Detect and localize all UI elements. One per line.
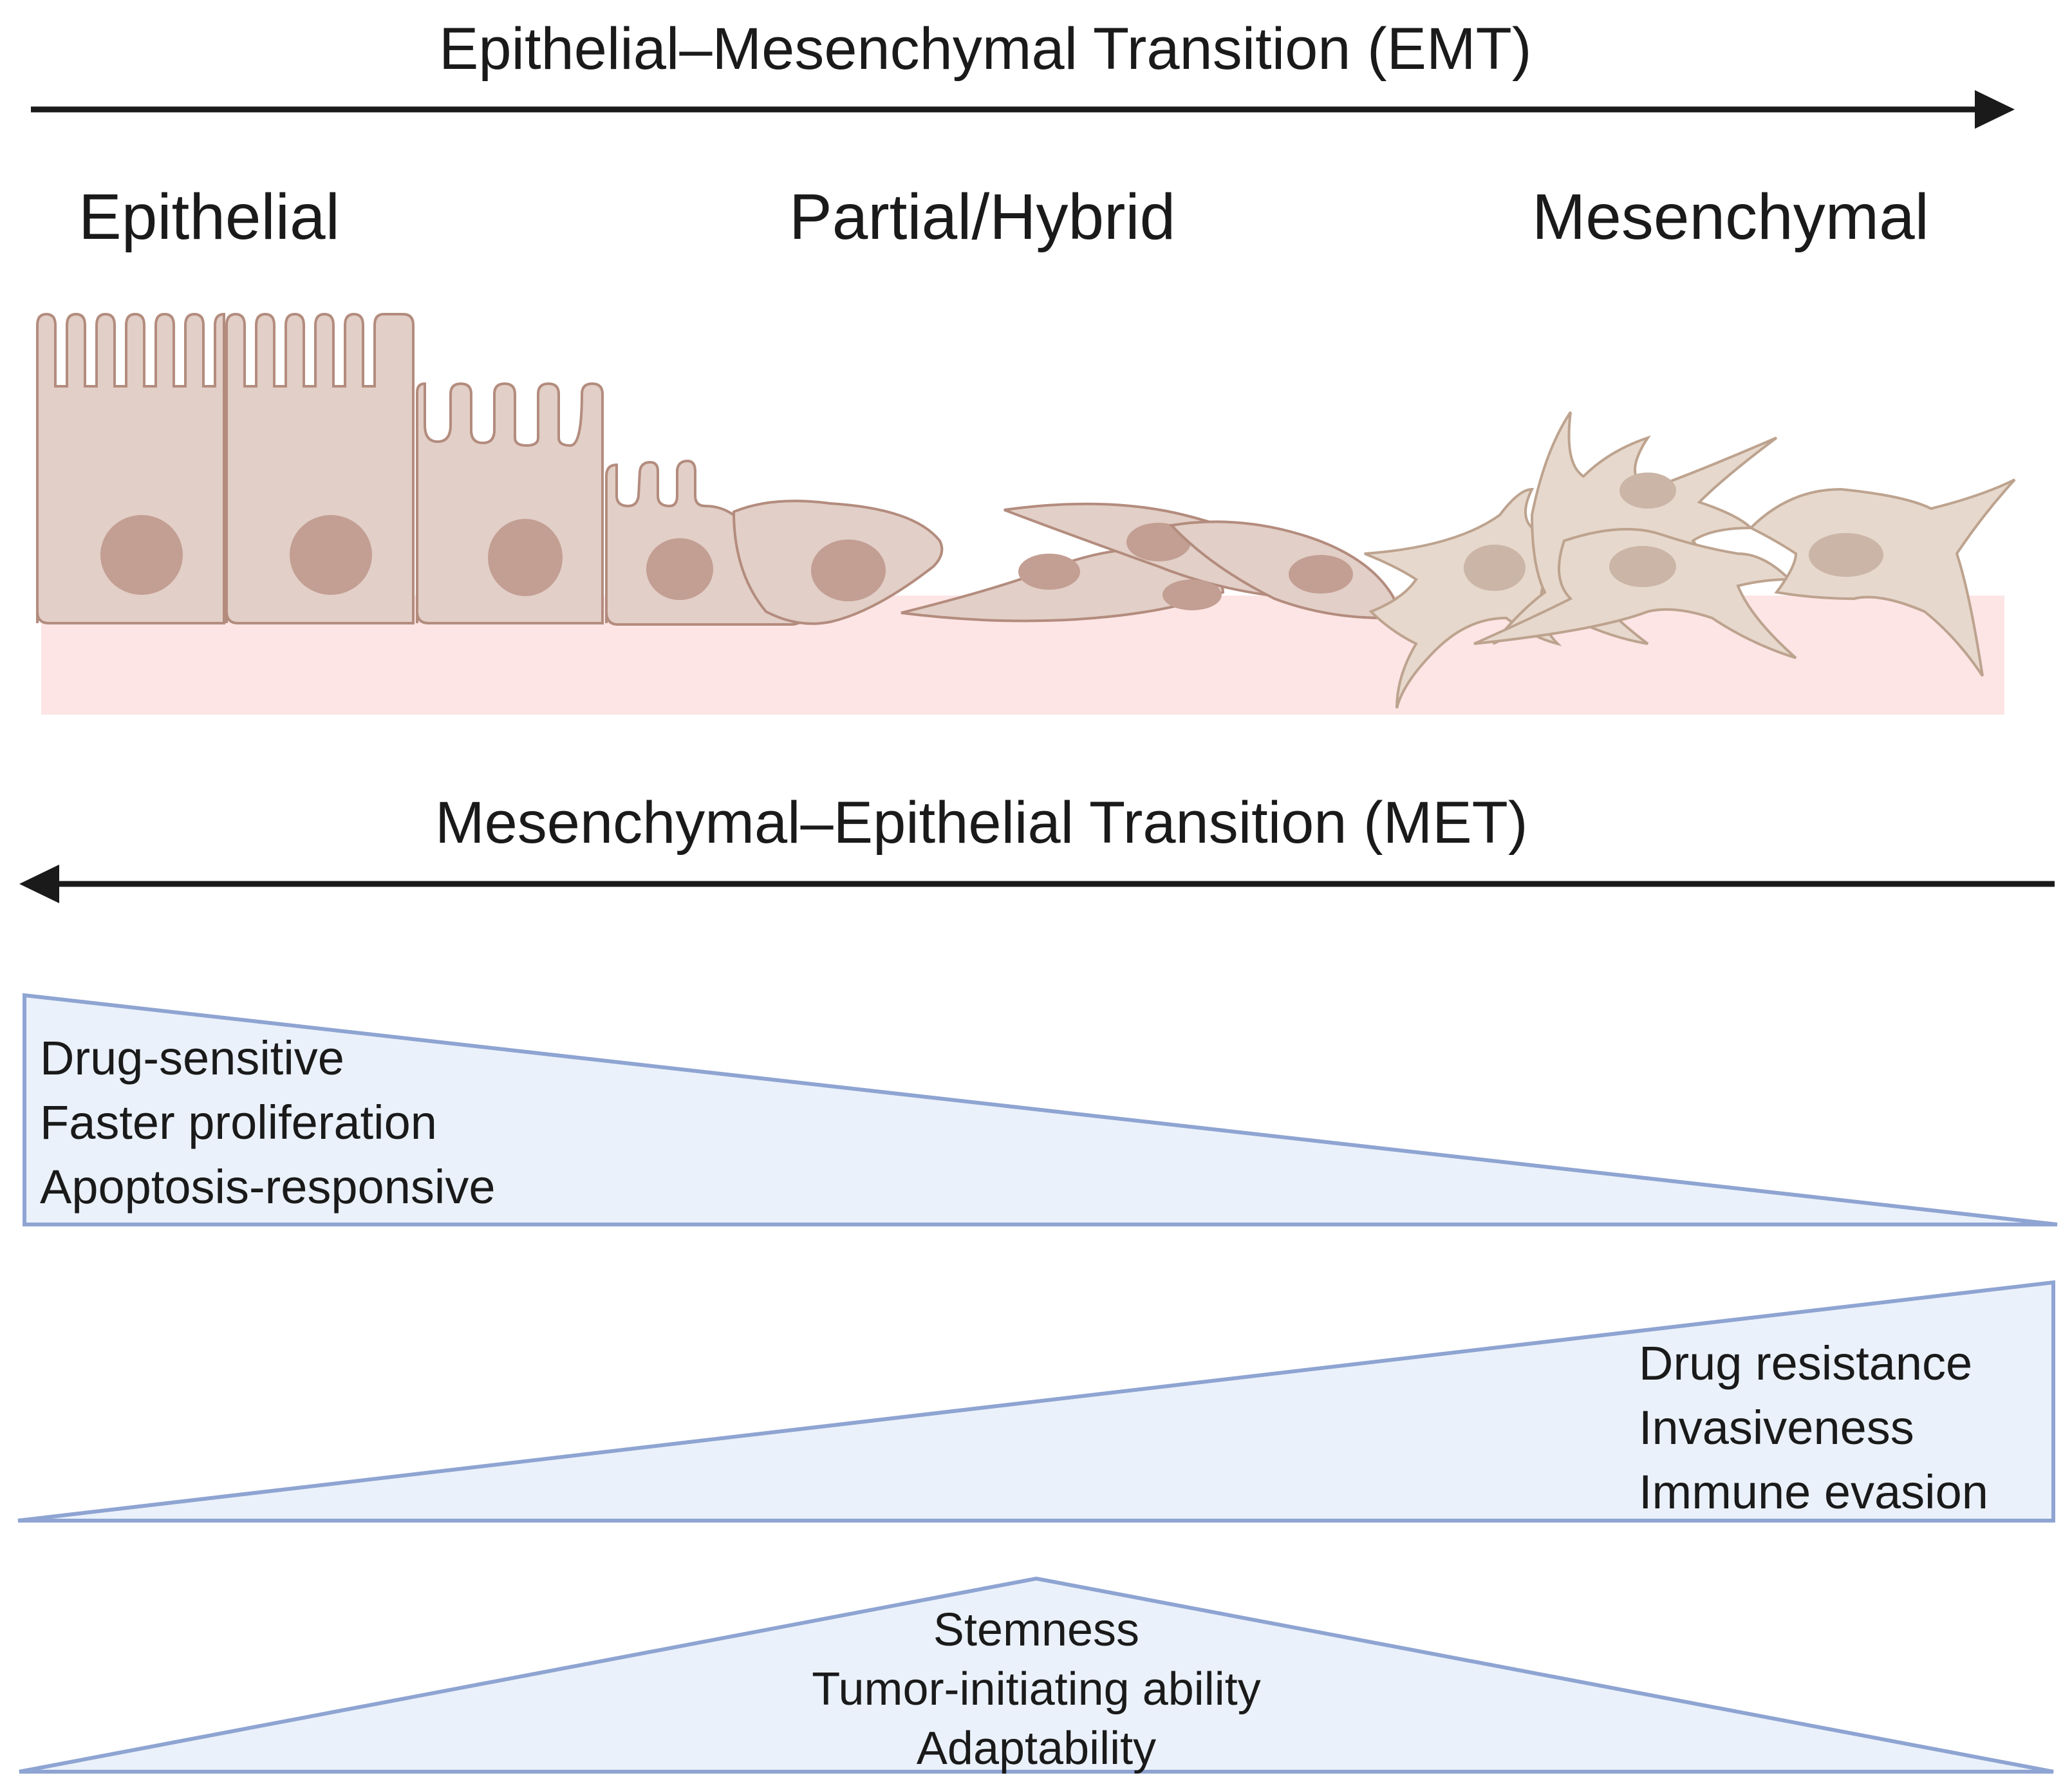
- stage-label-mesenchymal: Mesenchymal: [1532, 181, 1929, 253]
- property-label: Tumor-initiating ability: [812, 1664, 1261, 1715]
- property-label: Drug-sensitive: [40, 1031, 344, 1085]
- increasing-gradient: [17, 1280, 2055, 1523]
- property-label: Immune evasion: [1639, 1465, 1988, 1519]
- met-arrow: [19, 865, 2055, 903]
- decreasing-properties: Drug-sensitive Faster proliferation Apop…: [40, 1026, 495, 1219]
- epithelial-cell: [416, 382, 604, 624]
- property-label: Stemness: [933, 1604, 1140, 1656]
- decreasing-gradient: [23, 993, 2058, 1226]
- property-label: Invasiveness: [1639, 1401, 1914, 1454]
- stage-label-epithelial: Epithelial: [79, 181, 340, 253]
- emt-title: Epithelial–Mesenchymal Transition (EMT): [439, 16, 1532, 82]
- epithelial-cell: [36, 312, 225, 625]
- property-label: Adaptability: [916, 1723, 1157, 1774]
- mesenchymal-cell: [1748, 478, 2016, 677]
- stage-label-partial: Partial/Hybrid: [789, 181, 1176, 253]
- peak-properties: Stemness Tumor-initiating ability Adapta…: [714, 1600, 1358, 1778]
- partial-cell: [732, 500, 944, 625]
- property-label: Faster proliferation: [40, 1096, 437, 1149]
- peak-gradient: [19, 1576, 2054, 1774]
- property-label: Drug resistance: [1639, 1336, 1973, 1390]
- met-title: Mesenchymal–Epithelial Transition (MET): [435, 790, 1528, 856]
- emt-arrow: [31, 90, 2015, 129]
- increasing-properties: Drug resistance Invasiveness Immune evas…: [1639, 1331, 1988, 1524]
- epithelial-cell: [225, 312, 415, 624]
- property-label: Apoptosis-responsive: [40, 1160, 496, 1214]
- mesenchymal-cell: [1473, 528, 1797, 659]
